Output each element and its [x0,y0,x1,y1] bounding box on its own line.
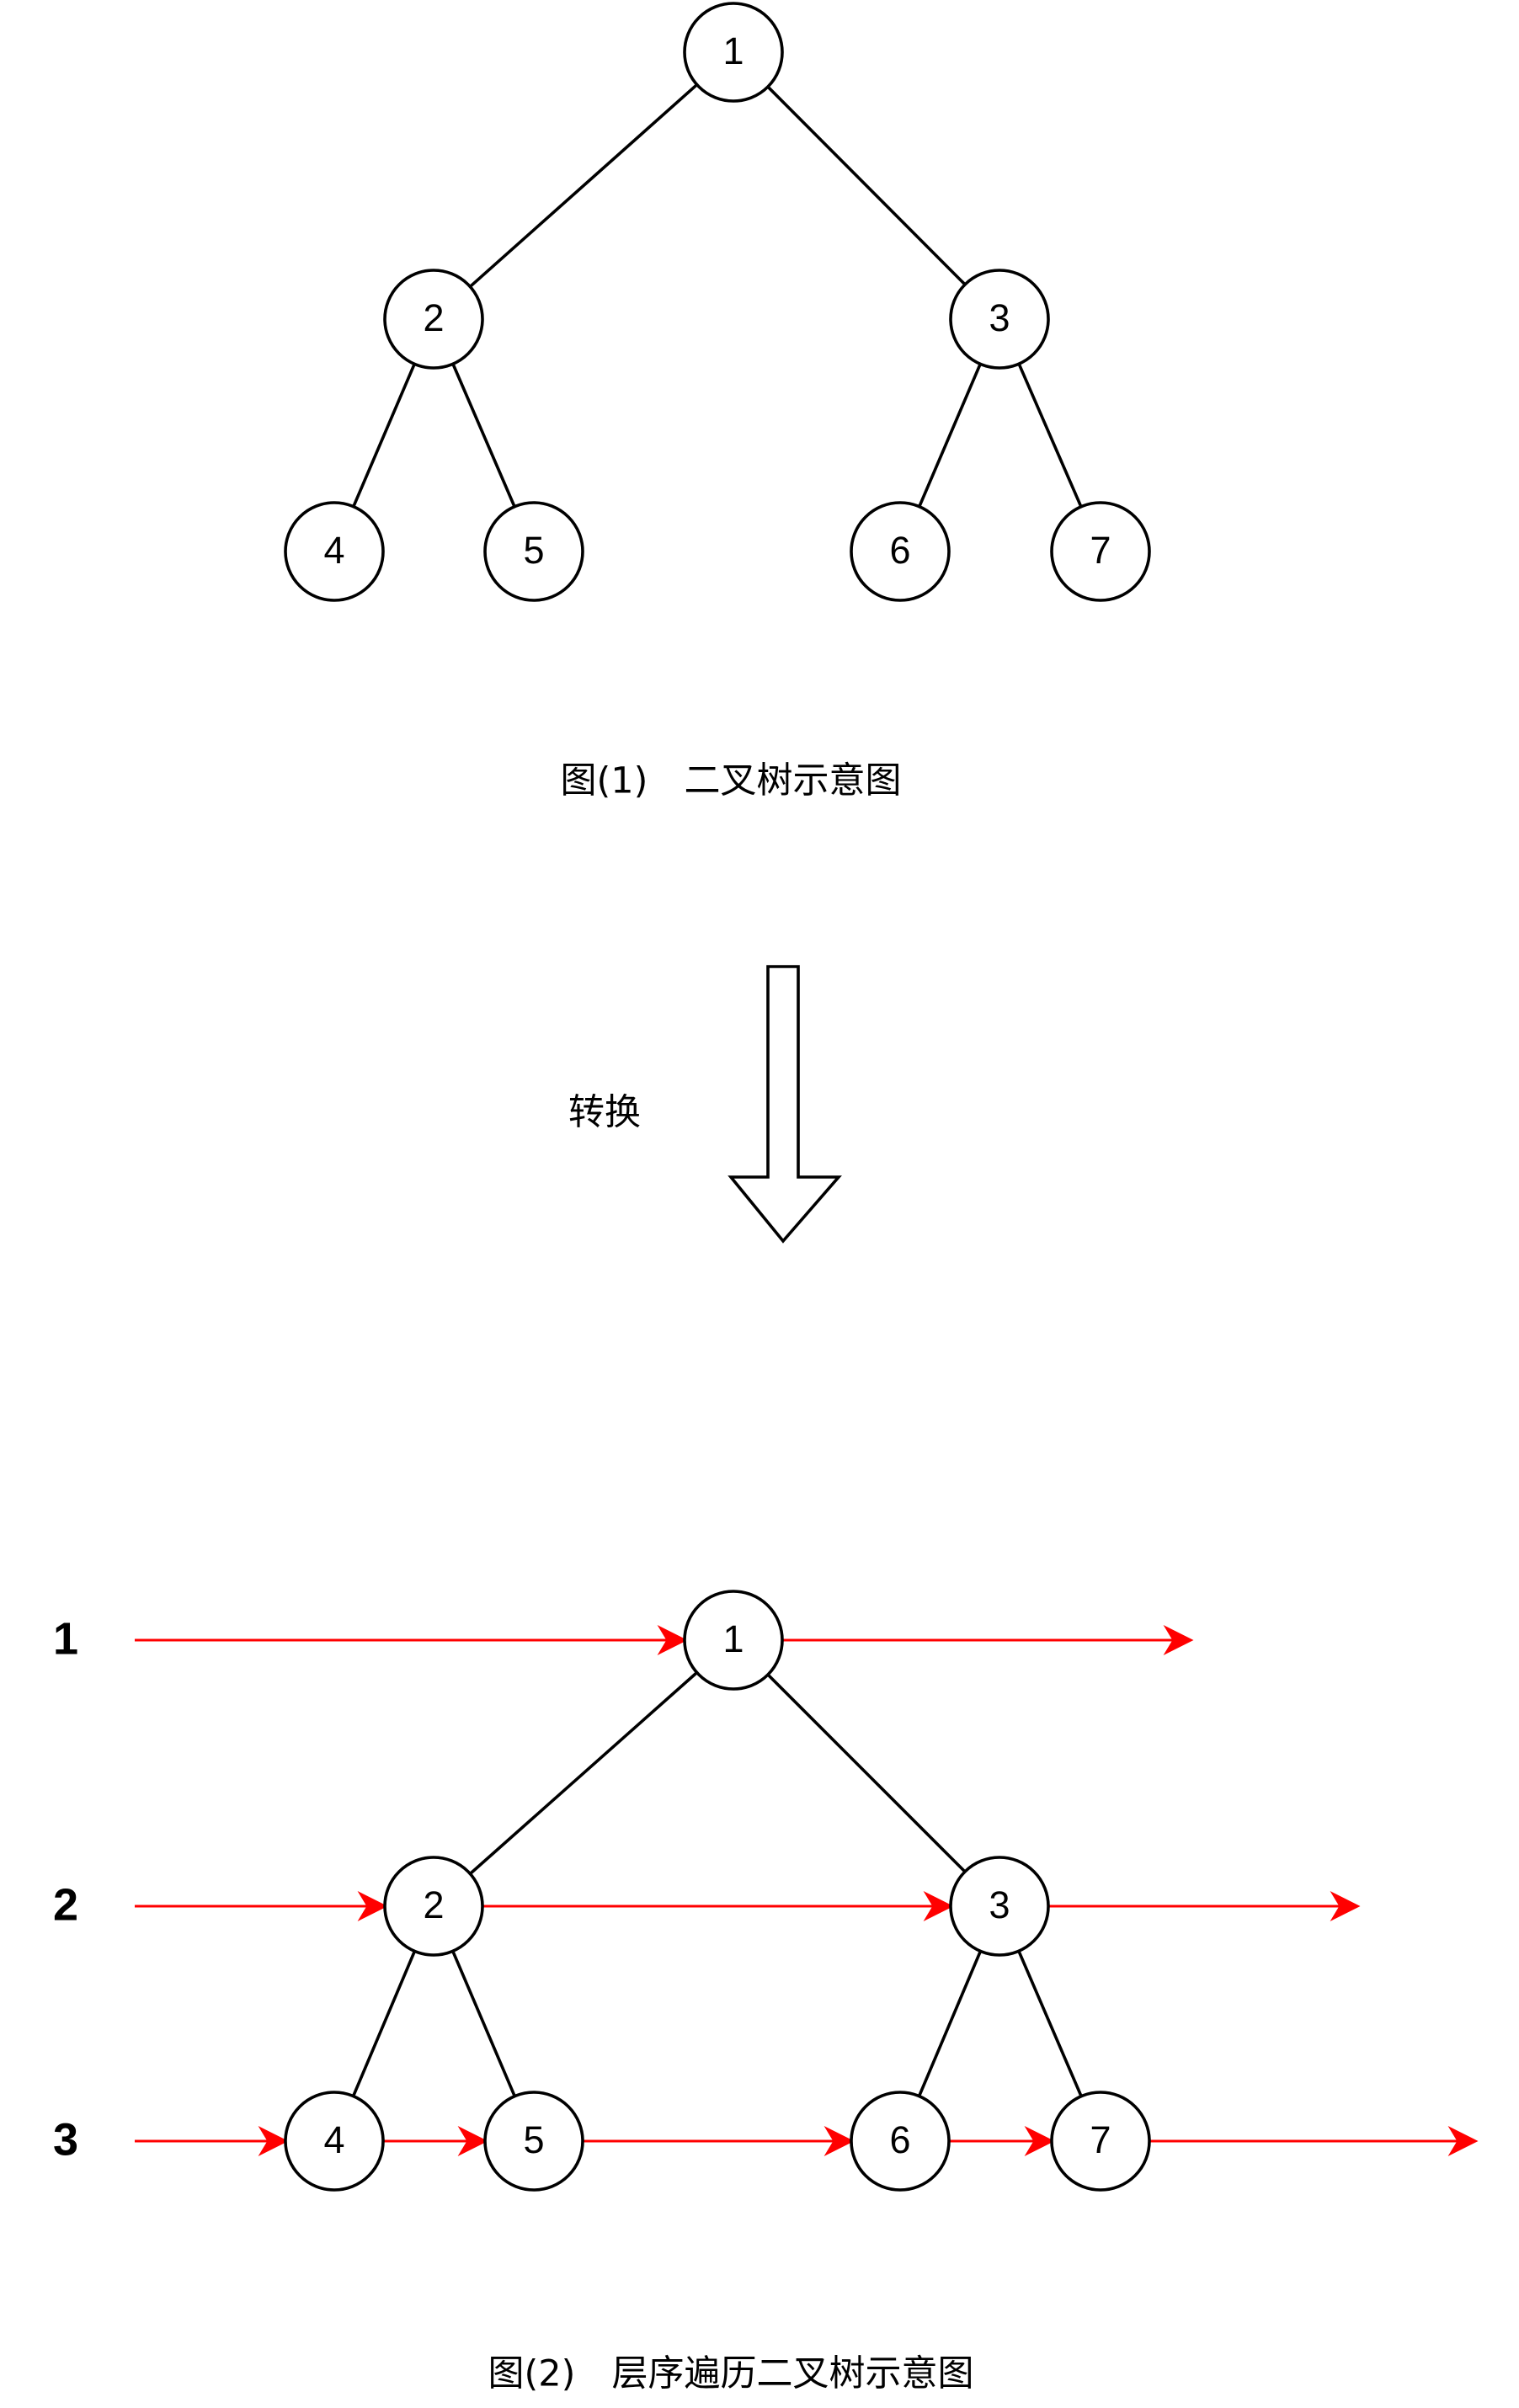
figure-1-node-5: 5 [483,501,584,602]
figure-1-node-2: 2 [383,269,484,370]
figure-2-node-label: 2 [423,1883,444,1926]
figure-1-nodes: 1 2 3 4 5 6 7 [284,2,1151,602]
figure-1-node-circle [383,269,484,370]
figure-2-level-order-traversal: 1 2 3 4 5 6 7 1 2 3 图(2) 层序遍历二叉树示意图 [53,1590,1479,2395]
figure-1-edge-n3-n6 [918,363,982,508]
figure-2-caption: 图(2) 层序遍历二叉树示意图 [488,2353,974,2395]
figure-2-traversal-arrows [135,1625,1479,2156]
figure-2-node-circle [383,1856,484,1957]
figure-2-node-label: 4 [323,2118,344,2161]
figure-2-node-label: 6 [889,2118,910,2161]
figure-1-node-circle [1050,501,1151,602]
figure-2-edges [351,1671,1083,2097]
figure-2-nodes: 1 2 3 4 5 6 7 [284,1590,1151,2192]
figure-2-node-circle [683,1590,784,1691]
figure-2-node-label: 7 [1090,2118,1111,2161]
figure-1-binary-tree: 1 2 3 4 5 6 7 图(1) 二叉树示意图 [284,2,1151,802]
figure-2-edge-n2-n4 [351,1950,417,2097]
figure-1-node-7: 7 [1050,501,1151,602]
figure-1-node-circle [949,269,1050,370]
figure-2-node-circle [850,2091,951,2192]
figure-1-node-6: 6 [850,501,951,602]
figure-1-node-1: 1 [683,2,784,103]
figure-2-node-5: 5 [483,2091,584,2192]
figure-2-node-circle [284,2091,385,2192]
figure-1-node-circle [483,501,584,602]
figure-1-node-label: 3 [989,296,1010,339]
level-label-2: 2 [53,1879,78,1930]
figure-1-edge-n2-n4 [352,363,416,508]
figure-1-node-label: 1 [722,29,744,72]
figure-2-edge-n3-n6 [917,1950,983,2097]
transform-indicator: 转换 [568,965,842,1244]
figure-1-edges [352,83,1083,508]
level-label-3: 3 [53,2114,78,2165]
transform-label: 转换 [568,1092,641,1134]
down-arrow-icon [728,965,842,1244]
figure-1-node-circle [284,501,385,602]
figure-2-edge-n2-n5 [451,1950,516,2097]
figure-2-node-label: 5 [523,2118,544,2161]
figure-1-node-3: 3 [949,269,1050,370]
figure-1-node-4: 4 [284,501,385,602]
figure-2-node-circle [1050,2091,1151,2192]
figure-1-node-label: 2 [423,296,444,339]
figure-1-node-label: 4 [323,529,344,572]
figure-2-node-circle [483,2091,584,2192]
figure-2-node-label: 3 [989,1883,1010,1926]
figure-1-node-circle [850,501,951,602]
figure-2-edge-n3-n7 [1017,1950,1083,2097]
figure-1-node-label: 7 [1090,529,1111,572]
figure-2-level-labels: 1 2 3 [53,1613,78,2165]
level-label-1: 1 [53,1613,78,1664]
figure-1-edge-n2-n5 [451,363,516,508]
figure-1-caption: 图(1) 二叉树示意图 [561,760,902,802]
figure-1-node-label: 5 [523,529,544,572]
figure-1-edge-n1-n2 [469,83,698,288]
figure-2-edge-n1-n2 [469,1671,698,1875]
figure-2-node-circle [949,1856,1050,1957]
figure-1-edge-n1-n3 [766,85,967,286]
figure-2-edge-n1-n3 [766,1673,967,1873]
figure-1-node-label: 6 [889,529,910,572]
figure-2-node-1: 1 [683,1590,784,1691]
figure-2-node-3: 3 [949,1856,1050,1957]
figure-2-node-7: 7 [1050,2091,1151,2192]
figure-1-edge-n3-n7 [1017,363,1083,508]
figure-1-node-circle [683,2,784,103]
figure-2-node-6: 6 [850,2091,951,2192]
figure-2-node-4: 4 [284,2091,385,2192]
figure-2-node-label: 1 [722,1617,744,1660]
figure-2-node-2: 2 [383,1856,484,1957]
